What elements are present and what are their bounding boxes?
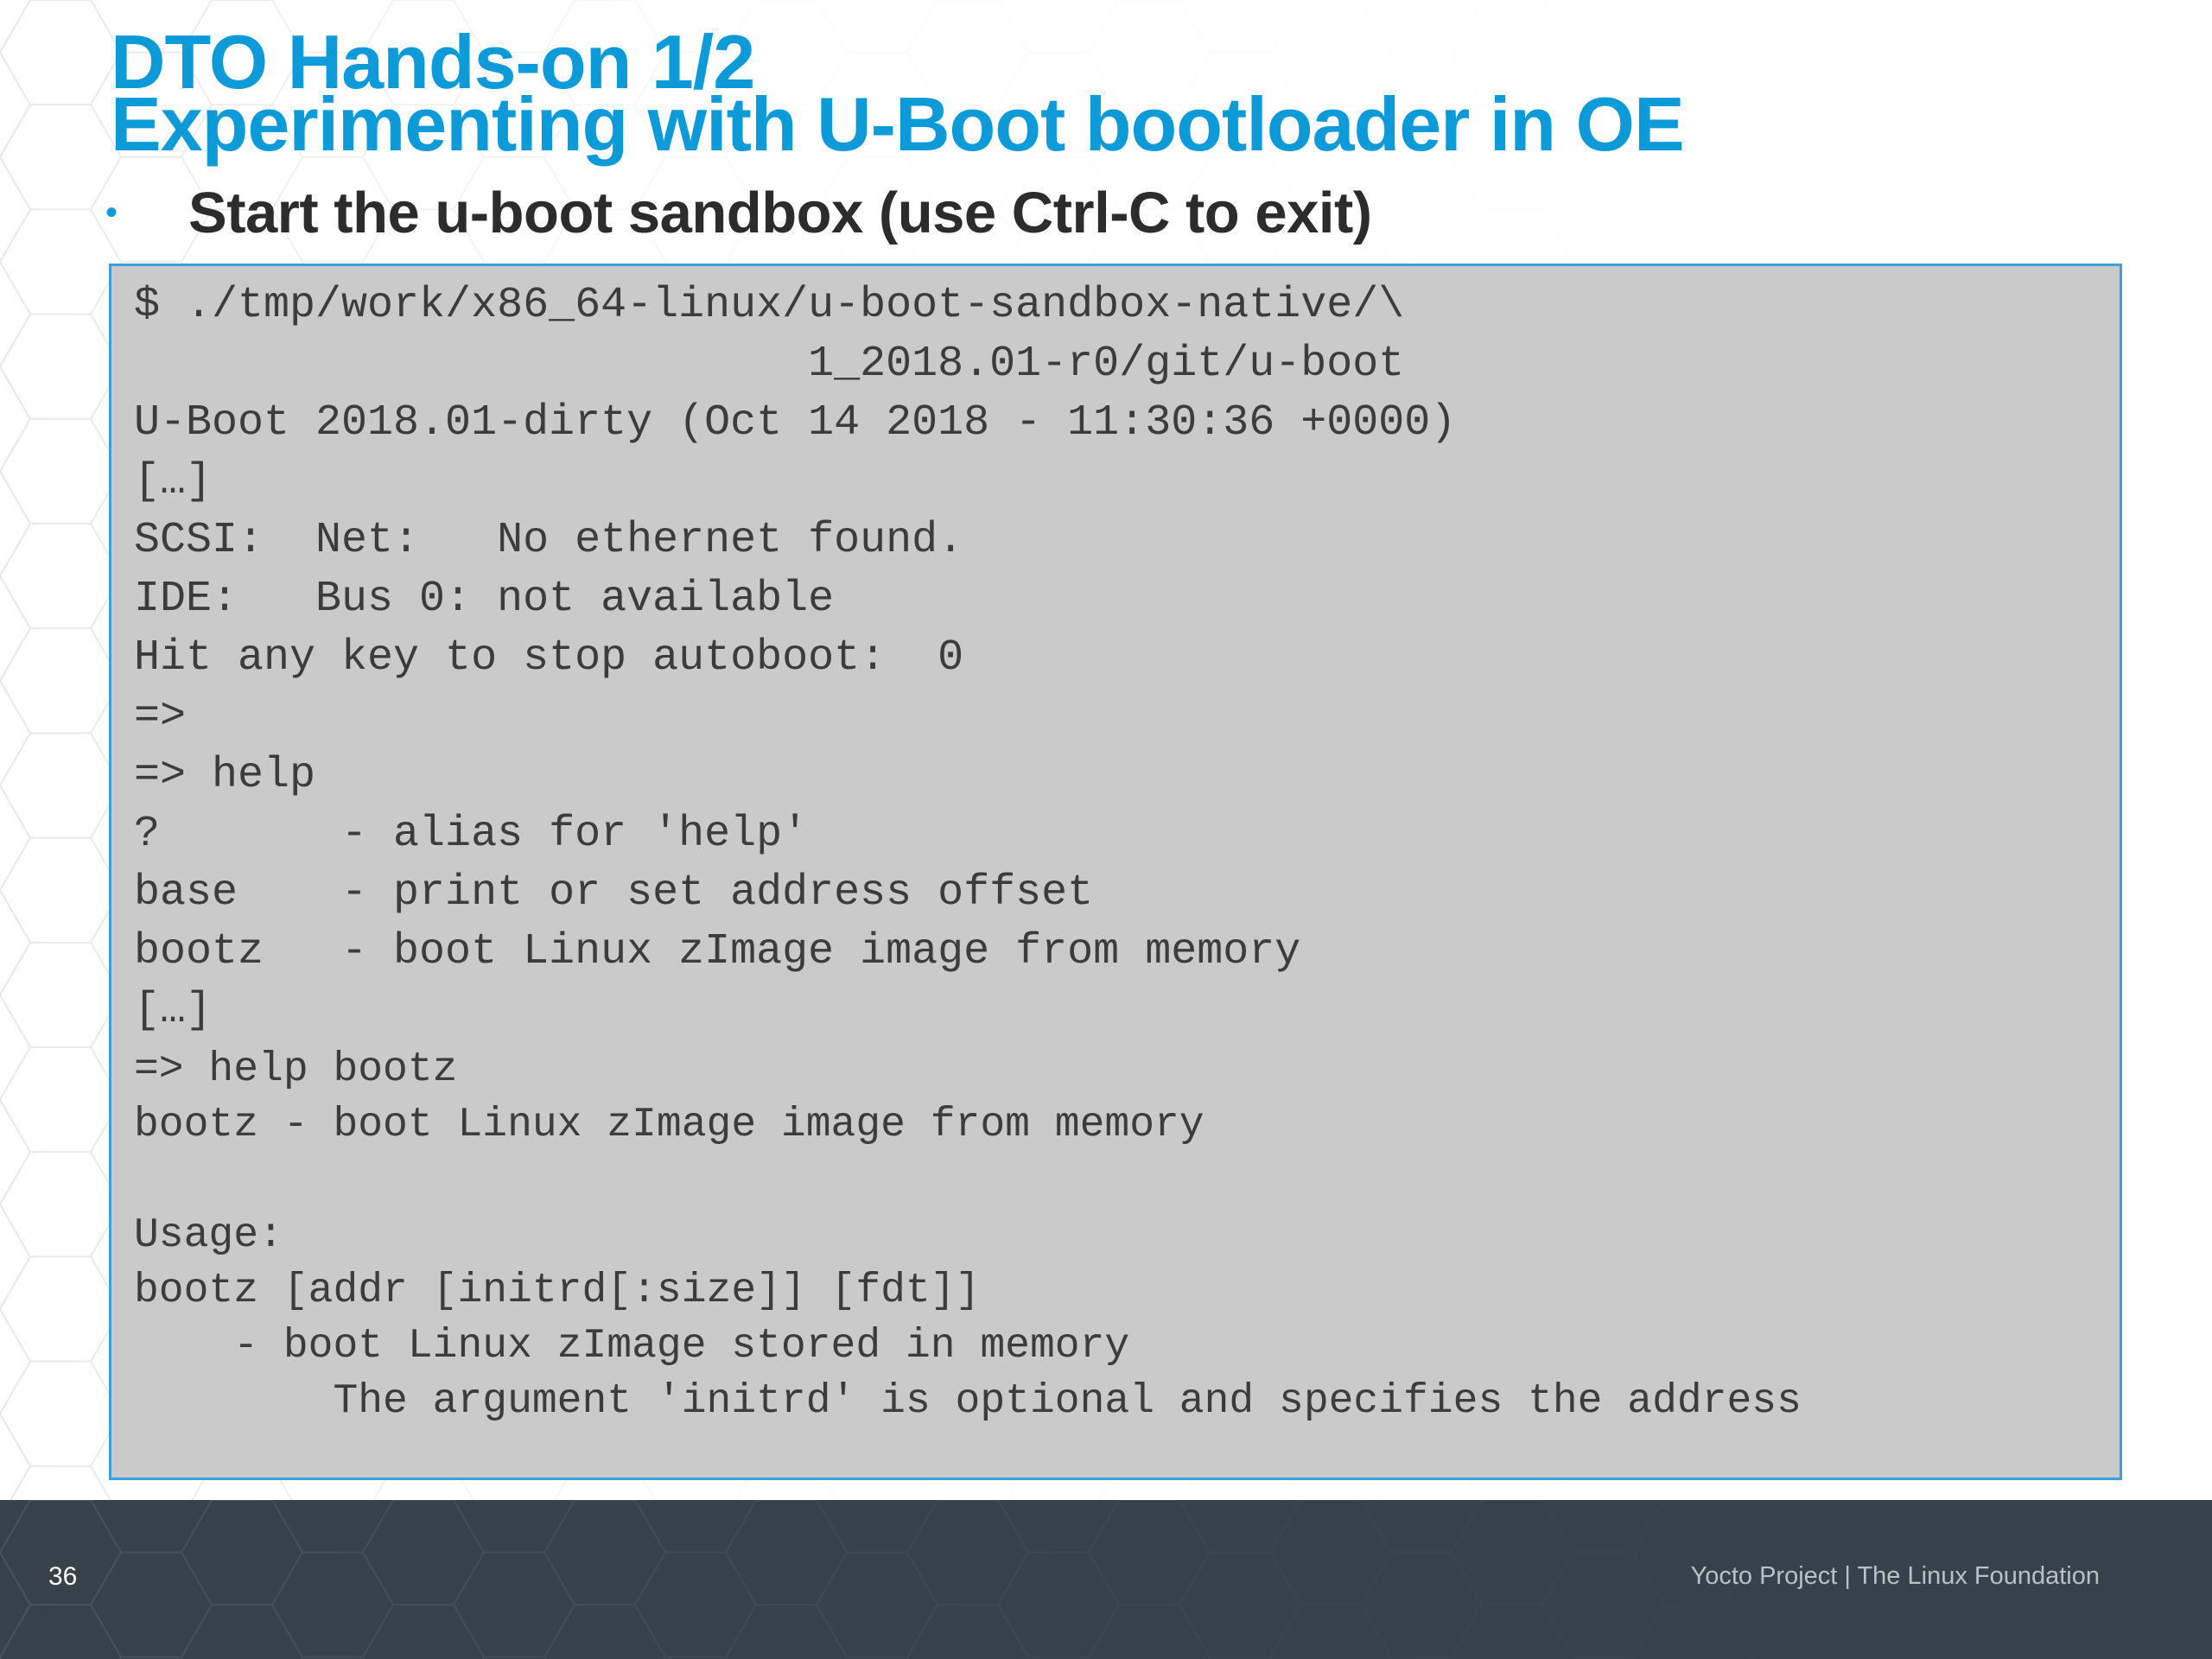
slide-title-line-2: Experimenting with U-Boot bootloader in … xyxy=(111,81,1685,167)
footer-credit: Yocto Project | The Linux Foundation xyxy=(1690,1562,2100,1590)
terminal-line: base - print or set address offset xyxy=(134,868,1094,918)
bullet-item: • Start the u-boot sandbox (use Ctrl-C t… xyxy=(102,178,1372,247)
terminal-line: ? - alias for 'help' xyxy=(134,810,809,859)
terminal-line: - boot Linux zImage stored in memory xyxy=(134,1323,1130,1370)
terminal-line: […] xyxy=(134,986,213,1035)
terminal-line: Hit any key to stop autoboot: 0 xyxy=(134,633,964,683)
terminal-line: Usage: xyxy=(134,1212,283,1259)
bullet-icon: • xyxy=(105,193,118,232)
footer-hexagon-pattern xyxy=(0,1500,2212,1659)
terminal-line: The argument 'initrd' is optional and sp… xyxy=(134,1378,1802,1425)
terminal-line: U-Boot 2018.01-dirty (Oct 14 2018 - 11:3… xyxy=(134,398,1457,448)
terminal-line: => help bootz xyxy=(134,1046,458,1093)
terminal-line: SCSI: Net: No ethernet found. xyxy=(134,516,964,565)
footer-bar xyxy=(0,1500,2212,1659)
terminal-line: => help xyxy=(134,751,316,800)
page-number: 36 xyxy=(48,1562,78,1591)
bullet-text: Start the u-boot sandbox (use Ctrl-C to … xyxy=(188,180,1372,245)
terminal-output-box: $ ./tmp/work/x86_64-linux/u-boot-sandbox… xyxy=(109,264,2122,1480)
slide-title: DTO Hands-on 1/2 Experimenting with U-Bo… xyxy=(111,19,1685,167)
terminal-line: bootz - boot Linux zImage image from mem… xyxy=(134,927,1301,976)
terminal-line: IDE: Bus 0: not available xyxy=(134,575,835,624)
terminal-line: […] xyxy=(134,457,213,506)
slide-title-line-1: DTO Hands-on 1/2 xyxy=(111,19,755,105)
terminal-line: $ ./tmp/work/x86_64-linux/u-boot-sandbox… xyxy=(134,281,1405,330)
terminal-line: bootz [addr [initrd[:size]] [fdt]] xyxy=(134,1268,981,1314)
terminal-line: => xyxy=(134,692,187,741)
terminal-line: bootz - boot Linux zImage image from mem… xyxy=(134,1102,1205,1148)
terminal-line: 1_2018.01-r0/git/u-boot xyxy=(134,340,1405,389)
